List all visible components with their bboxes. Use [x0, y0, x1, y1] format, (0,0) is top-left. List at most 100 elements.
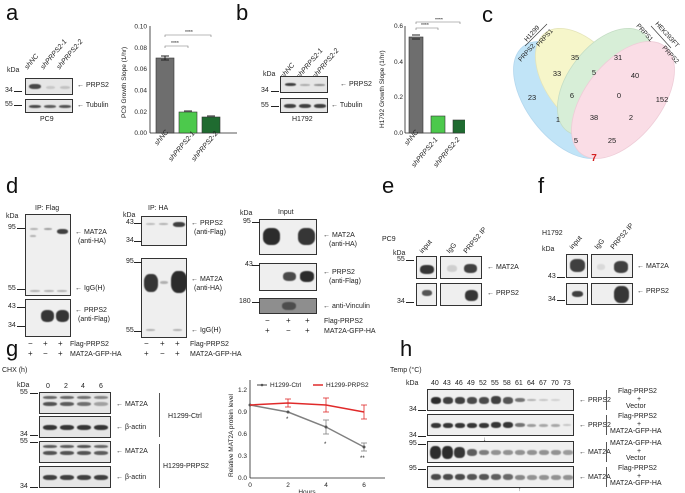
marker-tick [271, 106, 279, 107]
cell-line-h1792: H1792 [542, 230, 563, 237]
marker-tick [134, 241, 142, 242]
ytick: 0.6 [394, 23, 403, 30]
sig-stars: **** [185, 30, 193, 36]
label-prps2: ← PRPS2 [579, 422, 611, 429]
bar-shprps2-1 [178, 111, 198, 134]
condition-text: + [637, 473, 642, 480]
marker-tick [17, 289, 25, 290]
bar-shnc [155, 57, 175, 134]
condition-bracket [606, 415, 608, 435]
ytick: 0.04 [134, 88, 147, 95]
bar-shnc [408, 36, 424, 134]
bar-shprps2-2 [201, 116, 221, 134]
label-prps2: ← PRPS2 [340, 81, 372, 88]
cell-line-h1792: H1792 [292, 116, 313, 123]
sign: + [286, 316, 291, 325]
sign: + [28, 349, 33, 358]
condition-bracket [606, 442, 608, 462]
marker-tick [557, 277, 565, 278]
kda-label: kDa [240, 210, 253, 217]
lane-label: 67 [539, 380, 547, 387]
sign: − [286, 326, 291, 335]
marker-34: 34 [409, 406, 417, 413]
blot-mat2a-igg [25, 214, 71, 296]
panel-letter-b: b [236, 0, 249, 25]
blot-vinculin [259, 298, 317, 314]
label-tubulin: ← Tubulin [77, 102, 109, 109]
ip-title: IP: Flag [35, 205, 60, 212]
bar-shprps2-1 [430, 115, 446, 134]
marker-95: 95 [8, 224, 16, 231]
bar-shprps2-2 [452, 119, 465, 134]
condition-bracket [606, 467, 608, 487]
marker-tick [418, 436, 426, 437]
condition-text: Flag-PRPS2 [618, 388, 657, 395]
blot-row-3 [427, 441, 574, 463]
marker-tick [271, 91, 279, 92]
condition-bracket [606, 390, 608, 410]
temp-label: Temp (°C) [390, 367, 422, 374]
lane-label: 43 [443, 380, 451, 387]
arrow-marker: ↓ [483, 437, 486, 443]
marker-tick [30, 487, 38, 488]
lane-label: PRPS2 IP [462, 226, 489, 255]
marker-tick [17, 228, 25, 229]
venn-region: 23 [528, 93, 536, 102]
blot-row-1 [427, 389, 574, 411]
marker-55: 55 [20, 438, 28, 445]
venn-highlight-region: 7 [591, 153, 597, 164]
marker-34: 34 [397, 298, 405, 305]
lane-label: 64 [527, 380, 535, 387]
label-anti-ha: (anti-HA) [78, 238, 107, 245]
label-mat2a: ← MAT2A [579, 474, 611, 481]
label-mat2a: ← MAT2A [116, 448, 148, 455]
kda-label: kDa [17, 382, 30, 389]
label-mat2a: ← MAT2A [75, 229, 107, 236]
marker-tick [252, 302, 260, 303]
condition-text: Flag-PRPS2 [618, 413, 657, 420]
label-tubulin: ← Tubulin [331, 102, 363, 109]
marker-tick [17, 326, 25, 327]
blot-row-4 [427, 466, 574, 488]
y-axis-label: PC9 Growth Slope (1/hr) [121, 47, 128, 118]
marker-tick [14, 91, 22, 92]
row-label-mat2a-gfp-ha: MAT2A-GFP-HA [70, 351, 122, 358]
venn-region: 31 [614, 53, 622, 62]
label-anti-ha: (anti-HA) [194, 285, 223, 292]
marker-tick [14, 105, 22, 106]
ytick: 1.2 [238, 387, 247, 394]
sign: + [305, 326, 310, 335]
blot-tubulin [280, 98, 328, 113]
label-mat2a: ← MAT2A [487, 264, 519, 271]
sig-stars: **** [421, 23, 429, 29]
blot-actin-prps2 [39, 466, 111, 488]
group-label-ctrl: H1299-Ctrl [168, 413, 202, 420]
marker-34: 34 [20, 483, 28, 490]
condition-text: Flag-PRPS2 [618, 465, 657, 472]
sig-mark: * [324, 442, 327, 448]
label-prps2: ← PRPS2 [191, 220, 223, 227]
mat2a-stability-line-chart: 0.0 0.3 0.6 0.9 1.2 0 2 4 6 Hours Relati… [228, 380, 385, 493]
label-beta-actin: ← β-actin [116, 424, 147, 431]
blot-prps2-input [416, 283, 437, 306]
label-beta-actin: ← β-actin [116, 474, 147, 481]
label-prps2: ← PRPS2 [75, 307, 107, 314]
sig-mark: ** [360, 456, 365, 462]
label-prps2: ← PRPS2 [77, 82, 109, 89]
x-axis-label: Hours [298, 489, 316, 493]
lane-label: input [418, 238, 434, 255]
lane-label: 70 [551, 380, 559, 387]
label-anti-ha: (anti-HA) [329, 241, 358, 248]
series-ctrl [249, 404, 365, 448]
label-mat2a: ← MAT2A [323, 232, 355, 239]
marker-43: 43 [548, 273, 556, 280]
label-prps2: ← PRPS2 [323, 269, 355, 276]
kda-label: kDa [263, 71, 276, 78]
marker-34: 34 [261, 87, 269, 94]
marker-tick [134, 262, 142, 263]
label-anti-flag: (anti-Flag) [78, 316, 110, 323]
xtick: 0 [248, 482, 252, 489]
label-mat2a: ← MAT2A [116, 401, 148, 408]
blot-tubulin [25, 99, 73, 113]
lane-label: 4 [81, 383, 85, 390]
